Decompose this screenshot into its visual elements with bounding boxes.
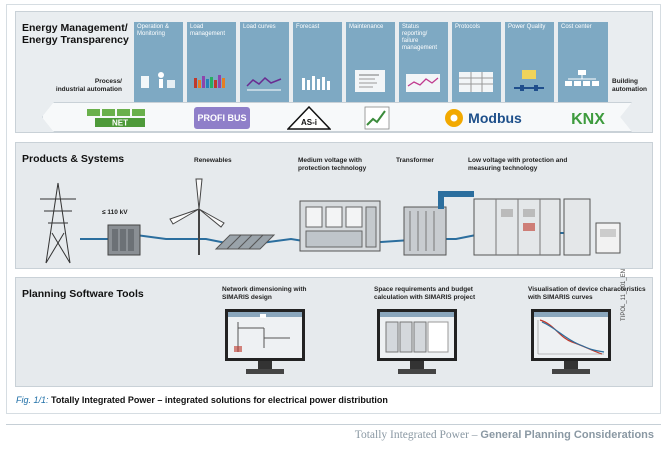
figure-code: TIPOL_11_001_EN — [621, 269, 627, 321]
tab-load-curves: Load curves — [240, 22, 289, 102]
caption-text: Totally Integrated Power – integrated so… — [51, 395, 388, 405]
asi-logo: AS-i — [287, 106, 331, 130]
profibus-logo-text: PROFI BUS — [197, 113, 246, 123]
process-label-line2: industrial automation — [55, 85, 122, 93]
tab-forecast: Forecast — [293, 22, 342, 102]
profibus-logo-graphic: PROFI BUS — [193, 106, 251, 130]
low-voltage-label: Low voltage with protection and measurin… — [468, 157, 568, 172]
products-title: Products & Systems — [22, 153, 125, 165]
maintenance-doc-icon — [355, 70, 385, 92]
tool-simaris-project-label: Space requirements and budget calculatio… — [374, 286, 476, 301]
power-quality-icon — [514, 70, 544, 91]
modbus-logo-graphic: Modbus — [443, 106, 533, 130]
energy-title: Energy Management/ Energy Transparency — [22, 22, 129, 46]
knx-logo-text: KNX — [571, 111, 605, 128]
protocol-strip: NET PROFI BUS AS-i — [42, 102, 632, 132]
monitor-simaris-curves-icon — [531, 309, 611, 374]
footer-text: Totally Integrated Power – — [354, 429, 481, 441]
curve-icon — [246, 76, 282, 91]
voltage-label: ≤ 110 kV — [102, 209, 128, 216]
table-icon — [459, 72, 493, 92]
tab-label: Maintenance — [349, 24, 384, 30]
asi-logo-text: AS-i — [301, 118, 317, 127]
footer-bold-text: General Planning Considerations — [480, 429, 654, 441]
net-logo: NET — [85, 106, 157, 130]
planning-title: Planning Software Tools — [22, 288, 144, 300]
power-line — [80, 232, 576, 244]
caption-fig-label: Fig. 1/1: — [16, 395, 49, 405]
tab-protocols: Protocols — [452, 22, 501, 102]
tool-simaris-design-label: Network dimensioning with SIMARIS design — [222, 286, 307, 301]
tab-label: Load management — [190, 24, 226, 37]
page-footer: Totally Integrated Power – General Plann… — [355, 429, 654, 441]
figure: Energy Management/ Energy Transparency P… — [6, 4, 661, 414]
energy-title-line1: Energy Management/ — [22, 22, 128, 34]
solar-panel-icon — [214, 234, 276, 250]
power-transformer-icon — [403, 191, 474, 256]
tab-label: Load curves — [243, 24, 276, 30]
bars-icon — [194, 75, 225, 88]
monitor-simaris-project-icon — [377, 309, 457, 374]
building-label-line1: Building — [612, 78, 638, 85]
wind-turbine-icon — [169, 178, 225, 255]
renewables-label: Renewables — [194, 157, 232, 164]
products-systems-panel: Products & Systems Renewables Medium vol… — [15, 142, 653, 269]
net-logo-graphic: NET — [85, 107, 157, 129]
modbus-logo: Modbus — [443, 106, 533, 130]
energy-management-panel: Energy Management/ Energy Transparency P… — [15, 11, 653, 133]
transmission-pylon-icon — [40, 182, 76, 264]
status-curve-icon — [406, 74, 440, 92]
planning-software-panel: Planning Software Tools Network dimensio… — [15, 277, 653, 387]
knx-logo-graphic: KNX — [561, 106, 615, 130]
medium-voltage-switchgear-icon — [299, 200, 381, 252]
tab-label: Forecast — [296, 24, 320, 30]
operator-icon — [141, 72, 175, 88]
tab-label: Status reporting/ failure management — [402, 24, 438, 51]
tab-power-quality: Power Quality — [505, 22, 554, 102]
low-voltage-switchboard-icon — [473, 198, 621, 256]
transformer-label: Transformer — [396, 157, 434, 164]
bar-forecast-icon — [302, 76, 330, 90]
tab-label: Power Quality — [508, 24, 546, 30]
footer-divider — [6, 424, 661, 425]
knx-logo: KNX — [561, 106, 615, 130]
monitor-simaris-design-icon — [225, 309, 305, 374]
net-logo-text: NET — [112, 119, 128, 128]
asi-logo-graphic: AS-i — [287, 106, 331, 130]
tree-icon — [565, 70, 599, 86]
chart-arrow-icon — [364, 106, 390, 130]
modbus-logo-text: Modbus — [468, 110, 522, 126]
energy-title-line2: Energy Transparency — [22, 34, 129, 46]
tab-cost-center: Cost center — [558, 22, 608, 102]
tab-label: Cost center — [561, 24, 592, 30]
tab-maintenance: Maintenance — [346, 22, 395, 102]
figure-caption: Fig. 1/1: Totally Integrated Power – int… — [16, 395, 388, 405]
tab-operation-monitoring: Operation & Monitoring — [134, 22, 183, 102]
grid-transformer-icon — [107, 224, 141, 256]
building-automation-label: Building automation — [612, 78, 658, 93]
tab-label: Protocols — [455, 24, 481, 30]
tab-status-reporting: Status reporting/ failure management — [399, 22, 448, 102]
process-label-line1: Process/ — [94, 78, 122, 85]
tool-simaris-curves-label: Visualisation of device characteristics … — [528, 286, 646, 301]
process-automation-label: Process/ industrial automation — [52, 78, 122, 93]
profibus-logo: PROFI BUS — [193, 106, 251, 130]
building-label-line2: automation — [612, 85, 648, 93]
industrial-ethernet-logo — [363, 106, 391, 130]
medium-voltage-label: Medium voltage with protection technolog… — [298, 157, 367, 172]
products-diagram — [40, 178, 621, 264]
tab-label: Operation & Monitoring — [137, 24, 170, 37]
tab-load-management: Load management — [187, 22, 236, 102]
